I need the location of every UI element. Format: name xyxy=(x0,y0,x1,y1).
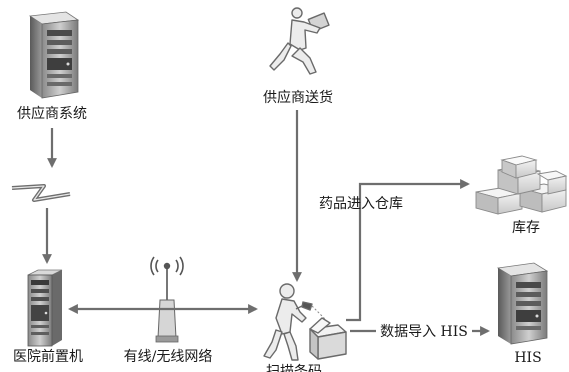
his-label: HIS xyxy=(514,350,541,366)
inventory-label: 库存 xyxy=(512,220,540,236)
box-stack-icon xyxy=(475,155,568,215)
lightning-link-icon xyxy=(11,184,71,202)
to-inventory-label: 药品进入仓库 xyxy=(319,196,403,212)
server-tower-icon xyxy=(28,11,80,99)
supplier-delivery-label: 供应商送货 xyxy=(263,89,333,106)
delivery-person-icon xyxy=(269,7,330,75)
to-his-label: 数据导入 HIS xyxy=(380,324,468,340)
hospital-frontend-label: 医院前置机 xyxy=(13,348,83,365)
scanning-person-icon xyxy=(263,283,347,361)
wireless-antenna-icon xyxy=(150,256,184,343)
server-tower-icon xyxy=(496,262,549,345)
scan-barcode-label: 扫描条码 xyxy=(266,363,322,372)
front-end-server-icon xyxy=(27,269,63,347)
network-label: 有线/无线网络 xyxy=(124,349,213,365)
supplier-system-label: 供应商系统 xyxy=(17,105,87,122)
arrow-scan-to-inventory xyxy=(346,179,470,322)
